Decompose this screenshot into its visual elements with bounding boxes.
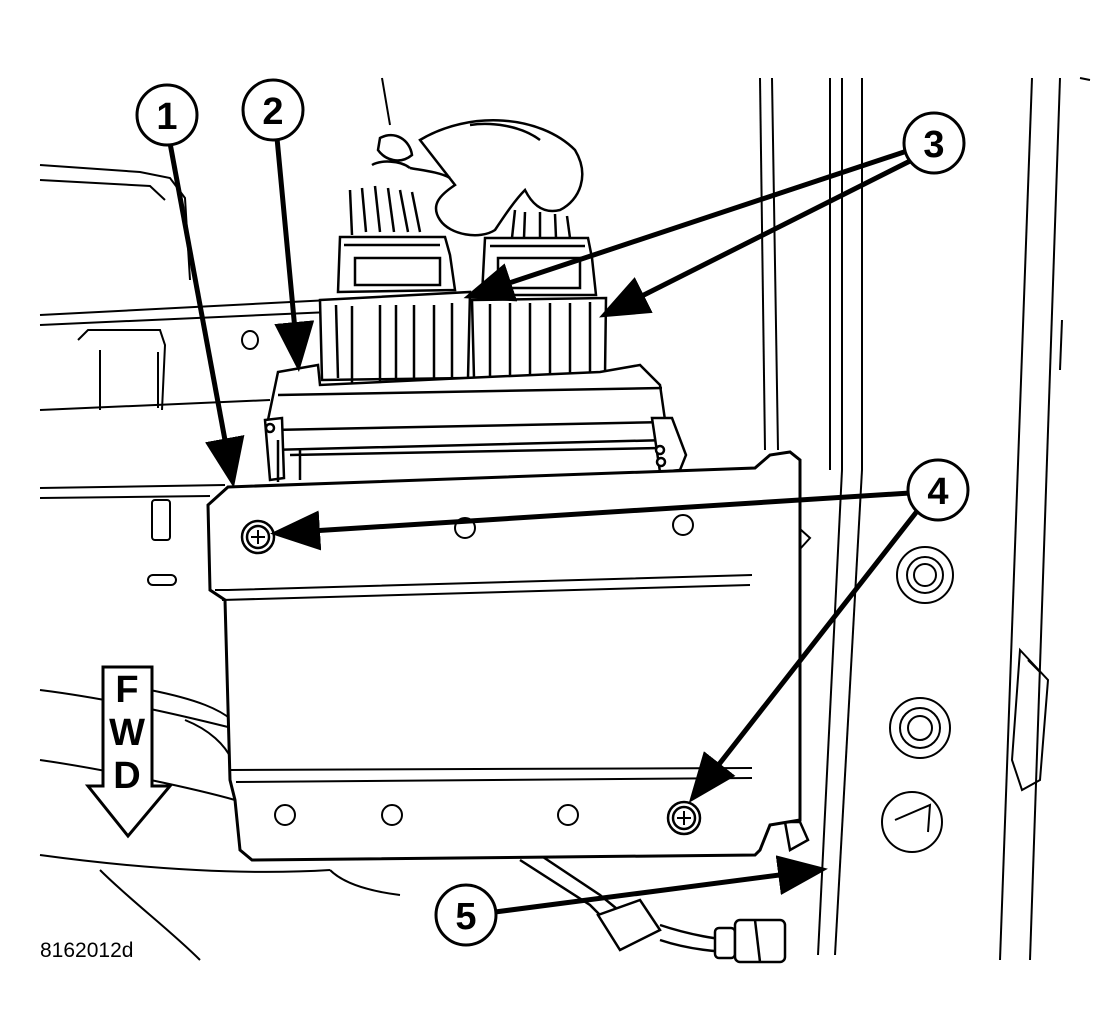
- leader-1: [167, 142, 245, 488]
- leader-5: [494, 855, 828, 915]
- leader-3a: [463, 147, 911, 302]
- leader-2: [274, 137, 315, 372]
- figure-id: 8162012d: [40, 939, 133, 962]
- leader-3b: [599, 157, 914, 318]
- callout-leaders: [167, 137, 920, 915]
- fwd-letter-f: F: [115, 669, 138, 711]
- callout-5: 5: [434, 883, 498, 947]
- forward-direction-arrow: F W D: [84, 665, 174, 839]
- vehicle-body-background: [39, 77, 1091, 961]
- callout-2-label: 2: [262, 91, 283, 133]
- electrical-connector-left: [318, 235, 472, 385]
- callout-1-label: 1: [156, 96, 177, 138]
- callout-1: 1: [135, 83, 199, 147]
- callout-3-label: 3: [923, 124, 944, 166]
- fwd-letter-d: D: [113, 755, 140, 797]
- callout-4-label: 4: [927, 471, 948, 513]
- control-module-housing: [263, 363, 688, 482]
- callout-2: 2: [241, 78, 305, 142]
- mounting-bracket: [206, 450, 802, 862]
- wiring-harness: [348, 119, 810, 964]
- mounting-screw-upper: [240, 519, 276, 555]
- callout-4: 4: [906, 458, 970, 522]
- callout-3: 3: [902, 111, 966, 175]
- fwd-letter-w: W: [109, 712, 145, 754]
- leader-4a: [270, 490, 911, 551]
- leader-4b: [688, 508, 920, 803]
- mounting-screw-lower: [666, 800, 702, 836]
- callout-5-label: 5: [455, 896, 476, 938]
